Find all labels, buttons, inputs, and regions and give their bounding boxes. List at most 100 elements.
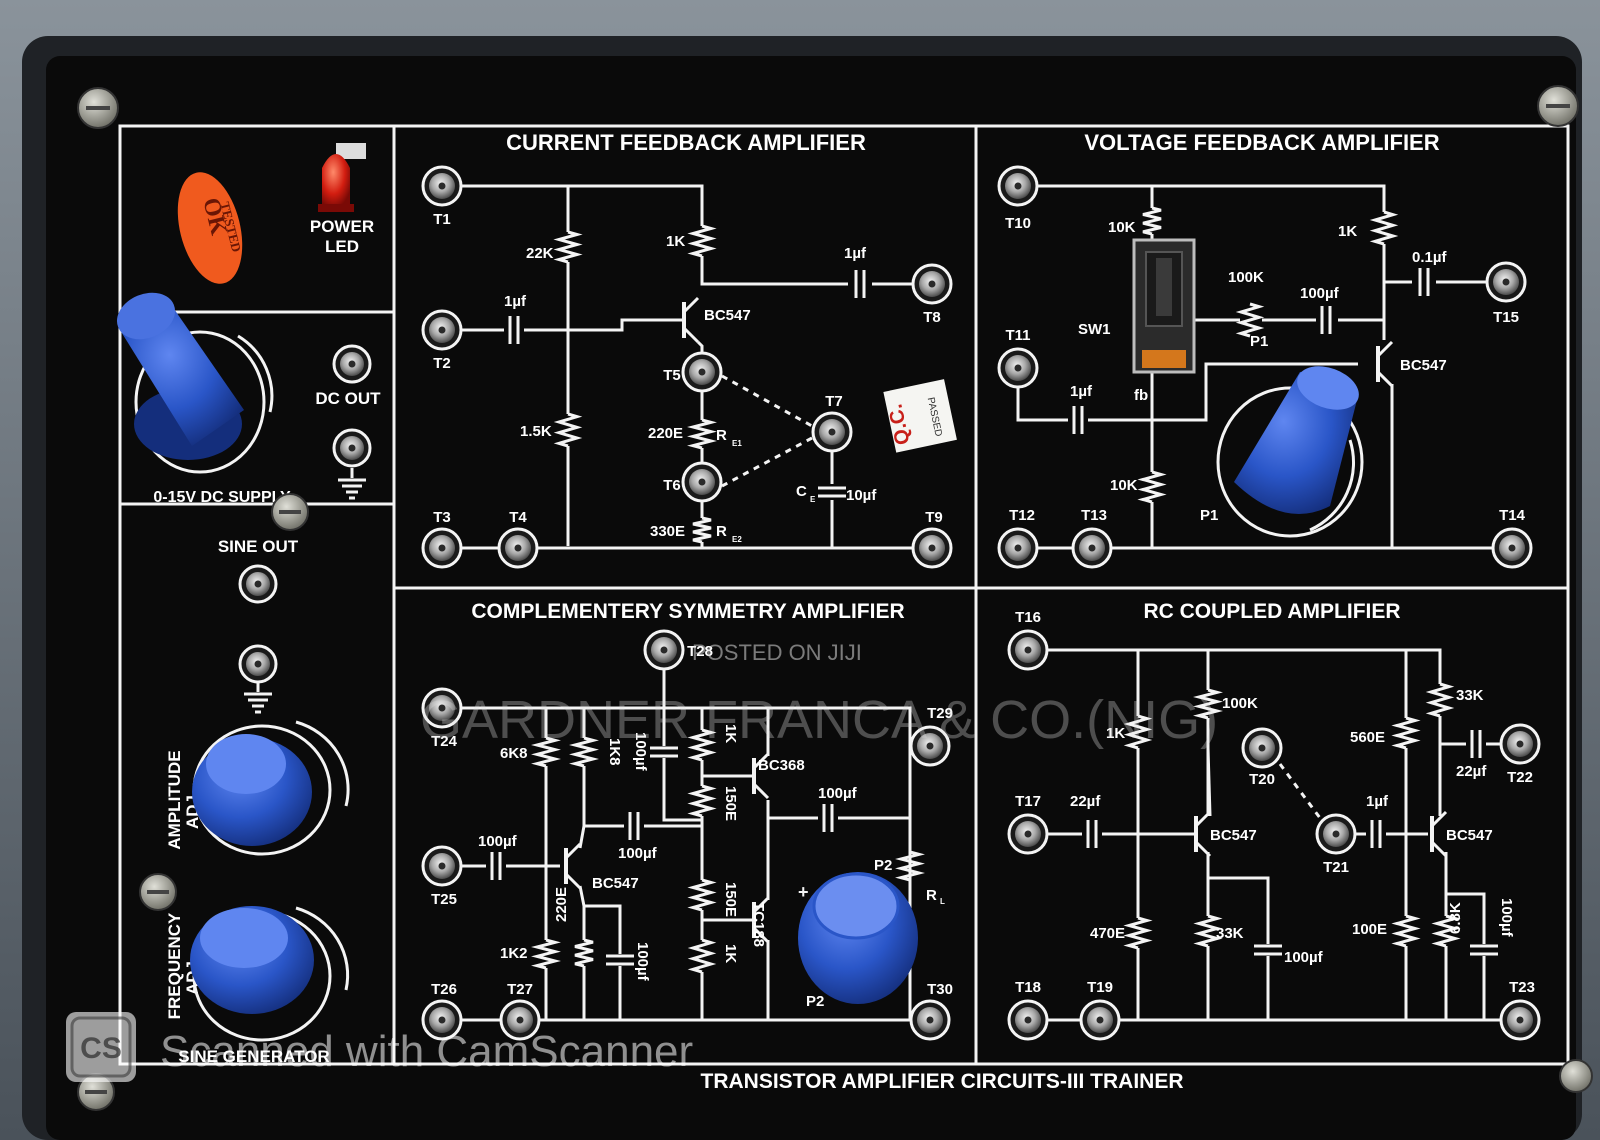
binding-post-icon[interactable] <box>1499 723 1541 765</box>
binding-post-icon[interactable] <box>1315 813 1357 855</box>
component-label: T16 <box>1015 609 1041 626</box>
component-label: 1K <box>722 724 739 743</box>
binding-post-icon[interactable] <box>1485 261 1527 303</box>
component-label: BC547 <box>704 307 751 324</box>
binding-post-icon[interactable] <box>909 725 951 767</box>
frequency-adj-knob-icon[interactable] <box>190 906 350 1042</box>
transistor-icon <box>564 872 582 890</box>
binding-post-icon[interactable] <box>909 999 951 1041</box>
binding-post-icon[interactable] <box>238 564 278 604</box>
binding-post-icon[interactable] <box>997 347 1039 389</box>
binding-post-icon[interactable] <box>997 165 1039 207</box>
binding-post-icon[interactable] <box>1499 999 1541 1041</box>
binding-post-icon[interactable] <box>681 461 723 503</box>
component-label: T4 <box>509 509 527 526</box>
wire <box>1446 892 1486 944</box>
component-label: T5 <box>663 367 681 384</box>
sine-generator-title: SINE GENERATOR <box>178 1047 329 1066</box>
binding-post-icon[interactable] <box>811 411 853 453</box>
component-label: 560E <box>1350 729 1385 746</box>
screw-icon <box>77 1073 115 1111</box>
dc-supply-knob-icon[interactable] <box>110 284 274 474</box>
wire <box>662 758 702 822</box>
resistor-icon <box>1391 914 1421 948</box>
watermark-company: GARDNER FRANCA & CO.(NIG) <box>420 690 1218 750</box>
binding-post-icon[interactable] <box>911 263 953 305</box>
amplitude-adj-knob-icon[interactable] <box>192 720 350 856</box>
component-label: 100µf <box>1284 949 1324 966</box>
qc-passed-sticker: Q.C. PASSED <box>883 379 957 453</box>
transistor-icon <box>1376 340 1394 358</box>
binding-post-icon[interactable] <box>643 629 685 671</box>
component-label: BC368 <box>758 757 805 774</box>
component-label: T9 <box>925 509 943 526</box>
resistor-icon <box>574 938 594 968</box>
component-label: T15 <box>1493 309 1519 326</box>
binding-post-icon[interactable] <box>497 527 539 569</box>
component-label: 100K <box>1228 269 1264 286</box>
rc-coupled-title: RC COUPLED AMPLIFIER <box>1143 600 1400 623</box>
component-label: 1.5K <box>520 423 552 440</box>
p2-knob-icon[interactable]: + <box>798 872 918 1004</box>
component-label: L <box>940 897 945 906</box>
component-label: T1 <box>433 211 451 228</box>
wire <box>584 904 622 954</box>
component-label: T29 <box>927 705 953 722</box>
binding-post-icon[interactable] <box>421 527 463 569</box>
binding-post-icon[interactable] <box>1007 999 1049 1041</box>
transistor-icon <box>752 752 770 770</box>
binding-post-icon[interactable] <box>681 351 723 393</box>
resistor-icon <box>1123 916 1153 950</box>
binding-post-icon[interactable] <box>332 428 372 468</box>
component-label: P1 <box>1250 333 1268 350</box>
resistor-icon <box>569 736 599 768</box>
binding-post-icon[interactable] <box>421 165 463 207</box>
component-label: 150E <box>722 882 739 917</box>
component-label: R <box>716 427 727 444</box>
component-label: BC547 <box>1400 357 1447 374</box>
resistor-icon <box>692 516 712 544</box>
resistor-icon <box>687 938 717 974</box>
binding-post-icon[interactable] <box>1071 527 1113 569</box>
component-label: 1K8 <box>606 738 623 766</box>
component-label: 1µf <box>504 293 527 310</box>
camscanner-logo-icon: CS <box>66 1012 136 1082</box>
binding-post-icon[interactable] <box>1491 527 1533 569</box>
binding-post-icon[interactable] <box>997 527 1039 569</box>
switch-icon[interactable] <box>1132 238 1196 374</box>
binding-post-icon[interactable] <box>421 845 463 887</box>
component-label: BC547 <box>1446 827 1493 844</box>
transistor-icon <box>752 782 770 800</box>
dashed-link <box>721 436 813 488</box>
component-label: 220E <box>553 887 570 922</box>
binding-post-icon[interactable] <box>1007 813 1049 855</box>
wire <box>700 256 848 286</box>
component-label: R <box>926 887 937 904</box>
transistor-icon <box>1430 840 1448 858</box>
resistor-icon <box>1235 302 1265 338</box>
power-led-icon <box>318 143 366 212</box>
binding-post-icon[interactable] <box>332 344 372 384</box>
binding-post-icon[interactable] <box>421 687 463 729</box>
component-label: 1µf <box>844 245 867 262</box>
binding-post-icon[interactable] <box>238 644 278 684</box>
binding-post-icon[interactable] <box>1079 999 1121 1041</box>
component-label: P2 <box>806 993 824 1010</box>
binding-posts <box>238 165 1541 1041</box>
binding-post-icon[interactable] <box>1007 629 1049 671</box>
binding-post-icon[interactable] <box>499 999 541 1041</box>
p1-knob-icon[interactable] <box>1216 358 1365 538</box>
resistor-icon <box>553 412 583 448</box>
component-label: T2 <box>433 355 451 372</box>
binding-post-icon[interactable] <box>1241 727 1283 769</box>
component-label: R <box>716 523 727 540</box>
component-label: 1µf <box>1366 793 1389 810</box>
component-label: 100E <box>1352 921 1387 938</box>
binding-post-icon[interactable] <box>421 309 463 351</box>
binding-post-icon[interactable] <box>911 527 953 569</box>
component-label: BC547 <box>592 875 639 892</box>
component-label: P2 <box>874 857 892 874</box>
component-label: 10K <box>1108 219 1136 236</box>
component-label: T8 <box>923 309 941 326</box>
binding-post-icon[interactable] <box>421 999 463 1041</box>
